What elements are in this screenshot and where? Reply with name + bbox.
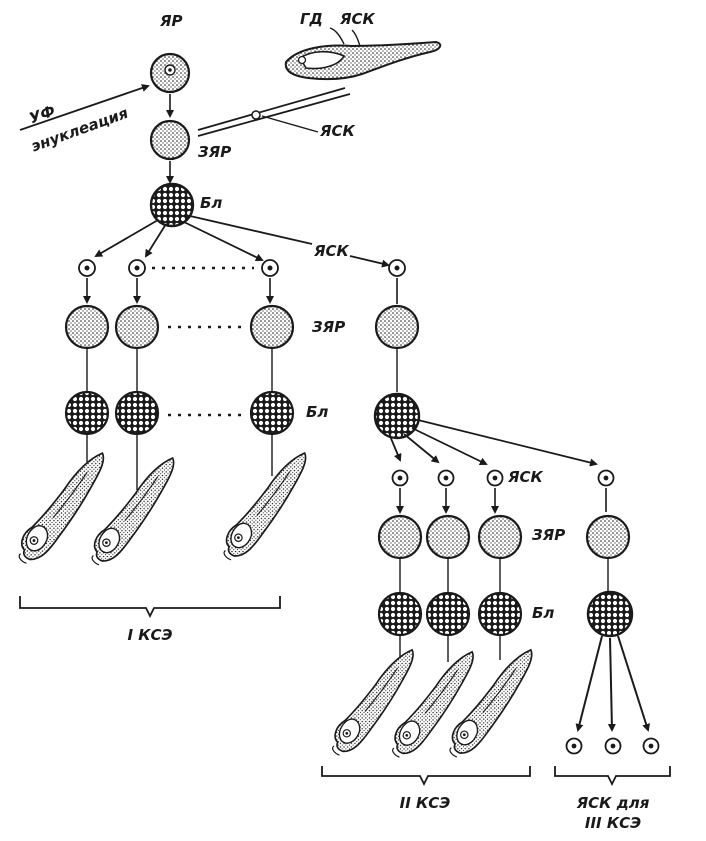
- label-zyar-gen1: ЗЯР: [312, 318, 346, 336]
- label-yask-gen2: ЯСК: [508, 468, 543, 486]
- label-zyar-top: ЗЯР: [198, 143, 232, 161]
- caption-kse-3: III КСЭ: [584, 814, 642, 832]
- egg-zyar-top: [149, 119, 191, 161]
- label-yask-top: ЯСК: [340, 10, 375, 28]
- blastulae-gen1: [64, 390, 421, 440]
- label-gd: ГД: [300, 10, 323, 28]
- lines-to-tadpoles-gen2: [399, 636, 501, 662]
- eggs-zyar-gen1: [64, 304, 420, 350]
- arrows-gen1-down: [83, 278, 398, 304]
- arrows-gen3: [575, 635, 650, 732]
- uf-arrow: [19, 84, 150, 131]
- lines-to-tadpoles-gen1: [86, 435, 273, 490]
- label-yask-pipette: ЯСК: [320, 122, 355, 140]
- braces: [19, 596, 671, 787]
- donor-frog-illustration: [284, 27, 442, 81]
- label-zyar-gen2: ЗЯР: [532, 526, 566, 544]
- caption-yask-for: ЯСК для: [576, 794, 650, 812]
- label-bl-top: Бл: [200, 194, 223, 212]
- label-yar: ЯР: [160, 12, 183, 30]
- branch-arrows-gen1: [94, 215, 390, 268]
- lines-gen1-bl: [86, 349, 398, 392]
- blastula-top: [149, 182, 195, 228]
- caption-kse-1: I КСЭ: [127, 626, 173, 644]
- arrows-gen2-down: [396, 488, 607, 514]
- egg-yar: [149, 52, 191, 94]
- label-bl-gen1: Бл: [306, 403, 329, 421]
- nuclei-gen1: [78, 259, 406, 277]
- lines-gen2-bl: [399, 559, 609, 592]
- nuclei-gen2: [391, 469, 615, 487]
- tadpoles-gen1: [18, 452, 307, 566]
- eggs-zyar-gen2: [377, 514, 631, 560]
- nuclei-gen3: [565, 737, 660, 755]
- tadpoles-gen2: [331, 648, 533, 758]
- blastulae-gen2: [377, 590, 634, 638]
- caption-kse-2: II КСЭ: [399, 794, 451, 812]
- pipette: [197, 87, 351, 137]
- branch-arrows-gen2: [389, 419, 598, 467]
- label-bl-gen2: Бл: [532, 604, 555, 622]
- label-yask-mid: ЯСК: [314, 242, 349, 260]
